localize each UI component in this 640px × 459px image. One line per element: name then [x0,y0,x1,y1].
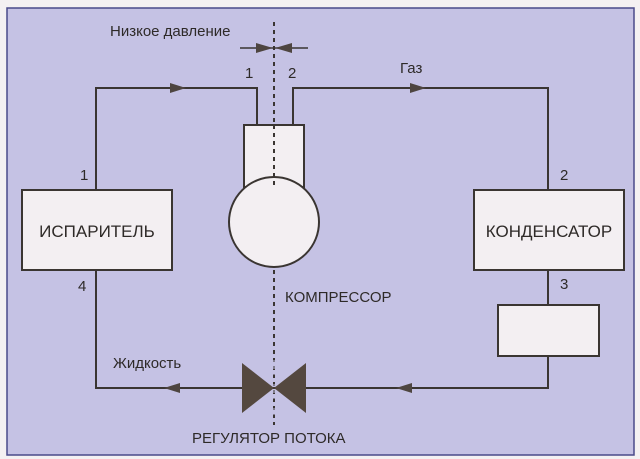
arrow-right-icon [256,43,273,53]
flow-arrow-icon [396,383,412,393]
point-cond-out: 3 [560,276,568,293]
evaporator-box [21,189,173,271]
compressor-label: КОМПРЕССОР [285,289,392,306]
compressor-body [228,176,320,268]
point-comp-out: 2 [288,65,296,82]
condenser-label: КОНДЕНСАТОР [486,222,612,241]
evaporator[interactable]: ИСПАРИТЕЛЬ [21,189,173,271]
valve-right-icon [274,363,306,413]
flow-arrow-icon [164,383,180,393]
condenser-box [473,189,625,271]
flow-arrow-icon [170,83,186,93]
condenser[interactable]: КОНДЕНСАТОР [473,189,625,271]
liquid-label: Жидкость [113,355,181,372]
valve-left-icon [242,363,274,413]
point-evap-out: 4 [78,278,86,295]
flow-regulator-valve[interactable] [242,363,306,413]
point-cond-in: 2 [560,167,568,184]
liquid-pipe [95,270,549,389]
low-pressure-label: Низкое давление [110,23,231,40]
gas-label: Газ [400,60,422,77]
flow-arrow-icon [410,83,426,93]
point-comp-in: 1 [245,65,253,82]
evaporator-label: ИСПАРИТЕЛЬ [39,222,155,241]
flow-regulator-label: РЕГУЛЯТОР ПОТОКА [192,430,346,447]
receiver-box[interactable] [497,304,600,357]
pressure-boundary-marker [240,43,308,53]
arrow-left-icon [275,43,292,53]
point-evap-in: 1 [80,167,88,184]
